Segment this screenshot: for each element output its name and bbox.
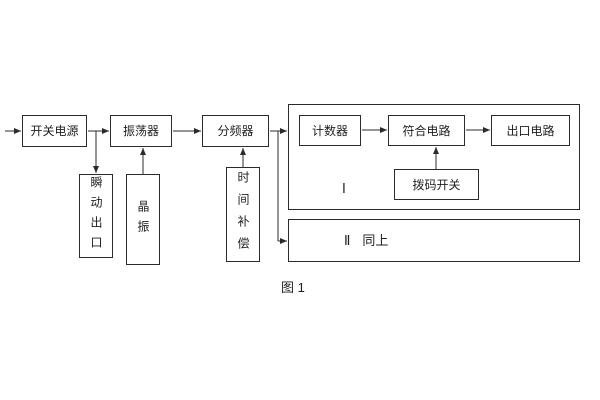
figure-caption: 图 1 (281, 280, 305, 295)
block-dip-switch: 拨码开关 (394, 169, 479, 200)
group-2-label: Ⅱ 同上 (344, 234, 388, 247)
group-1-numeral: Ⅰ (342, 181, 346, 196)
group-2-text: 同上 (362, 233, 389, 248)
block-outlet-circuit: 出口电路 (491, 115, 570, 146)
block-frequency-divider: 分频器 (202, 115, 269, 147)
block-crystal: 晶振 (126, 174, 160, 265)
block-counter: 计数器 (299, 115, 361, 146)
group-1-frame (288, 104, 580, 210)
block-coincidence-circuit: 符合电路 (388, 115, 465, 146)
block-instant-outlet: 瞬动出口 (79, 174, 113, 258)
group-1-label: Ⅰ (342, 182, 346, 195)
group-2-frame (288, 219, 580, 262)
group-2-numeral: Ⅱ (344, 233, 351, 248)
block-oscillator: 振荡器 (110, 115, 172, 147)
block-time-compensation: 时间补偿 (226, 167, 260, 262)
block-switch-power: 开关电源 (22, 115, 87, 147)
